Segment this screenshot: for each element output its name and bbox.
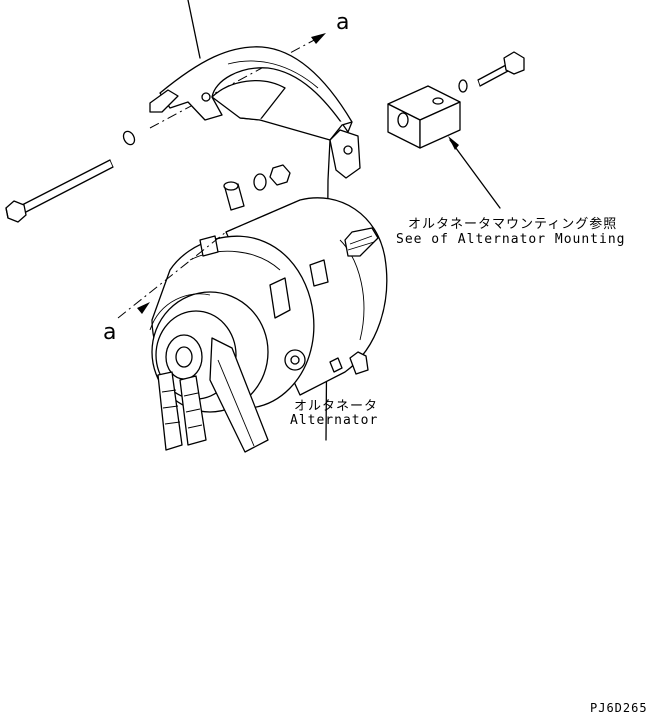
mounting-label-jp: オルタネータマウンティング参照 (408, 217, 618, 232)
long-bolt (5, 159, 114, 223)
spacer-collar (223, 181, 245, 211)
reference-label-a-left: a (103, 320, 117, 345)
alternator-bracket (149, 46, 361, 441)
washer-right (458, 79, 468, 93)
washer-left (122, 130, 136, 146)
nut (269, 164, 291, 186)
drawing-number: PJ6D265 (590, 701, 648, 715)
belt (157, 337, 269, 453)
reference-label-a-top: a (336, 10, 350, 35)
mounting-label-en: See of Alternator Mounting (396, 232, 626, 247)
leader-line-top (187, 0, 201, 59)
terminal-stud (344, 227, 379, 257)
leader-line-mounting (448, 136, 501, 209)
lower-terminals (329, 351, 369, 375)
washer-middle (253, 173, 267, 191)
adjuster-block (387, 85, 461, 149)
reference-arrow-a-top (149, 33, 326, 129)
reference-arrow-a-left (117, 199, 301, 319)
short-bolt (477, 51, 525, 87)
alternator-label-jp: オルタネータ (294, 399, 379, 414)
alternator-label-en: Alternator (290, 413, 379, 428)
